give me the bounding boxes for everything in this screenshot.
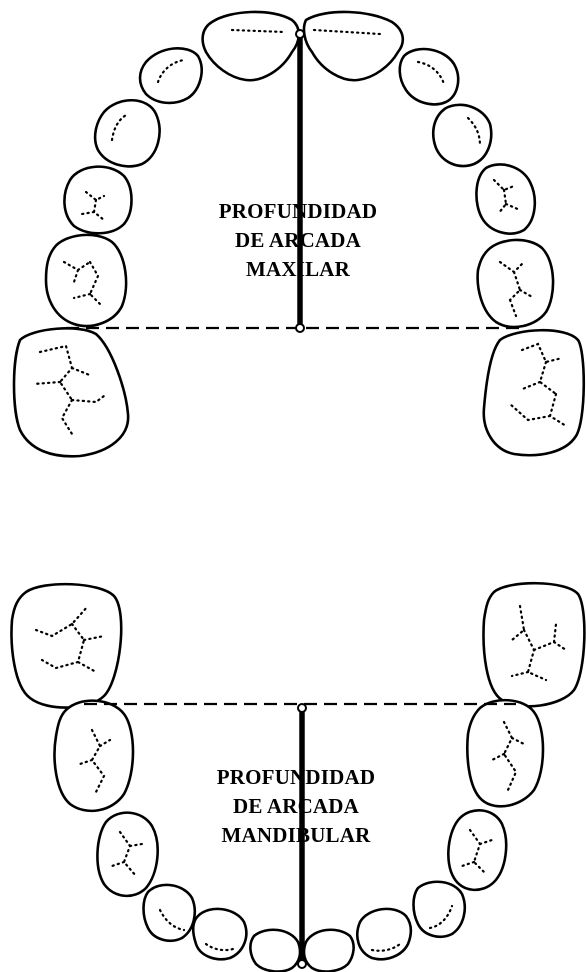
mandibular-label-line-2: DE ARCADA: [232, 794, 360, 818]
tooth-max-second-premolar-left: [44, 233, 128, 328]
tooth-mand-first-premolar-right: [447, 809, 508, 892]
tooth-max-canine-left: [93, 99, 161, 168]
tooth-mand-canine-left: [142, 883, 196, 942]
tooth-max-lateral-incisor-right: [398, 47, 460, 106]
tooth-mand-central-incisor-right: [302, 928, 355, 972]
tooth-mand-second-premolar-right: [466, 698, 545, 808]
mandibular-label-line-3: MANDIBULAR: [221, 823, 371, 847]
maxillary-arch-depth-label: PROFUNDIDAD DE ARCADA MAXILAR: [188, 197, 408, 284]
maxillary-label-line-2: DE ARCADA: [234, 228, 362, 252]
tooth-mand-lateral-incisor-right: [356, 907, 413, 961]
tooth-mand-second-premolar-left: [53, 699, 135, 813]
mandibular-label-line-1: PROFUNDIDAD: [216, 765, 376, 789]
maxillary-depth-point-bottom: [295, 323, 305, 333]
mandibular-depth-point-bottom: [297, 959, 307, 969]
mandibular-depth-point-top: [297, 703, 307, 713]
tooth-mand-first-premolar-left: [96, 811, 159, 898]
tooth-max-first-premolar-right: [475, 163, 537, 235]
mandibular-arch: [10, 581, 586, 972]
maxillary-depth-point-top: [295, 29, 305, 39]
tooth-mand-first-molar-left: [10, 582, 123, 709]
tooth-max-second-premolar-right: [476, 238, 555, 329]
tooth-max-first-premolar-left: [63, 165, 133, 235]
tooth-max-central-incisor-left: [201, 10, 301, 82]
tooth-max-central-incisor-right: [302, 10, 405, 82]
tooth-max-lateral-incisor-left: [138, 46, 203, 105]
mandibular-arch-depth-label: PROFUNDIDAD DE ARCADA MANDIBULAR: [186, 763, 406, 850]
maxillary-arch: [12, 10, 586, 458]
tooth-mand-central-incisor-left: [249, 928, 302, 972]
tooth-max-first-molar-right: [482, 328, 586, 457]
maxillary-label-line-3: MAXILAR: [245, 257, 351, 281]
maxillary-label-line-1: PROFUNDIDAD: [218, 199, 378, 223]
tooth-mand-first-molar-right: [482, 581, 586, 708]
tooth-mand-lateral-incisor-left: [191, 907, 248, 961]
tooth-mand-canine-right: [412, 880, 466, 938]
tooth-max-canine-right: [432, 103, 493, 168]
tooth-max-first-molar-left: [12, 327, 130, 458]
